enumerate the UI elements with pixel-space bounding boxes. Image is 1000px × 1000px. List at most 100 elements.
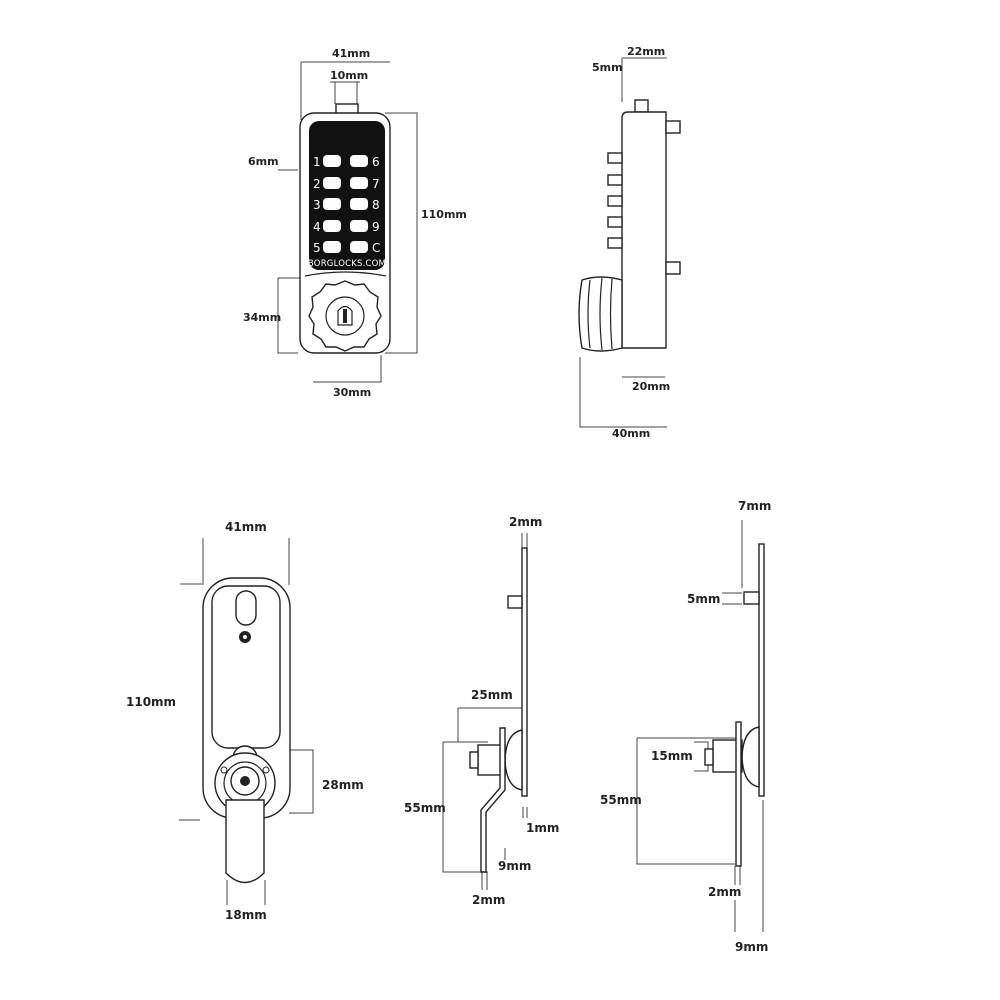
dim-label-cam-thickness: 2mm bbox=[472, 893, 505, 907]
dim-label-gap: 1mm bbox=[526, 821, 559, 835]
key-6-label: 6 bbox=[372, 155, 380, 169]
dim-label-cam-length: 55mm bbox=[404, 801, 446, 815]
cam-arm-2 bbox=[735, 721, 742, 867]
dim-label-knob-width: 30mm bbox=[333, 386, 371, 399]
key-1-button bbox=[323, 155, 341, 167]
side-key-1 bbox=[607, 152, 623, 164]
dim-label-back-width: 41mm bbox=[225, 520, 267, 534]
back-slot bbox=[235, 590, 257, 626]
dim-label-spindle: 5mm bbox=[687, 592, 720, 606]
pin-1 bbox=[507, 595, 523, 609]
dim-label-keypad-offset: 6mm bbox=[248, 155, 279, 168]
side-knob-grip bbox=[587, 277, 613, 351]
dim-line-depth-2 bbox=[734, 800, 764, 932]
dim-line-cam-length-2 bbox=[636, 737, 740, 865]
dim-label-cam-width: 18mm bbox=[225, 908, 267, 922]
dim-label-knob-height: 34mm bbox=[243, 311, 281, 324]
key-5-label: 5 bbox=[313, 241, 321, 255]
side-key-5 bbox=[607, 237, 623, 249]
dim-line-cam-length bbox=[442, 741, 488, 873]
dim-line-cam-thickness-2 bbox=[734, 866, 741, 885]
spindle-2 bbox=[743, 591, 760, 605]
dim-label-total-depth: 40mm bbox=[612, 427, 650, 440]
key-c-label: C bbox=[372, 241, 380, 255]
key-3-button bbox=[323, 198, 341, 210]
dim-line-knob-width bbox=[313, 355, 382, 383]
dim-label-cam-length-2: 55mm bbox=[600, 793, 642, 807]
key-cylinder-icon bbox=[337, 305, 353, 326]
key-slot bbox=[343, 309, 347, 323]
key-9-label: 9 bbox=[372, 220, 380, 234]
side-key-4 bbox=[607, 216, 623, 228]
mount-bell-1 bbox=[504, 729, 523, 791]
dim-line-total-depth bbox=[579, 357, 667, 428]
dim-line-offset bbox=[457, 707, 527, 742]
dim-label-hub-2: 15mm bbox=[651, 749, 693, 763]
dim-line-knob-height bbox=[277, 277, 300, 354]
dim-label-hub: 9mm bbox=[498, 859, 531, 873]
dim-label-height: 110mm bbox=[421, 208, 467, 221]
key-8-button bbox=[350, 198, 368, 210]
dim-line-depth bbox=[621, 57, 667, 102]
dim-line-plate-thickness bbox=[521, 533, 528, 548]
key-grid: 1 2 3 4 5 6 7 8 9 C bbox=[313, 155, 380, 255]
side-body bbox=[621, 111, 667, 349]
dim-label-back-height: 110mm bbox=[126, 695, 176, 709]
key-2-label: 2 bbox=[313, 177, 321, 191]
dim-label-top: 7mm bbox=[738, 499, 771, 513]
key-3-label: 3 bbox=[313, 198, 321, 212]
dim-line-height bbox=[385, 112, 418, 354]
key-7-label: 7 bbox=[372, 177, 380, 191]
key-9-button bbox=[350, 220, 368, 232]
dim-label-width: 41mm bbox=[332, 47, 370, 60]
key-5-button bbox=[323, 241, 341, 253]
key-4-label: 4 bbox=[313, 220, 321, 234]
dim-label-depth-2: 9mm bbox=[735, 940, 768, 954]
side-view: 22mm 5mm 20mm 40mm bbox=[578, 45, 681, 440]
dim-label-cam-area: 28mm bbox=[322, 778, 364, 792]
nut-2 bbox=[704, 748, 714, 766]
key-2-button bbox=[323, 177, 341, 189]
dim-line-width bbox=[300, 61, 390, 120]
cam-side-view-2: 7mm 5mm 15mm 55mm 2mm 9mm bbox=[600, 499, 771, 954]
dim-line-cam-area bbox=[289, 749, 314, 814]
side-key-3 bbox=[607, 195, 623, 207]
dim-line-cam-width bbox=[226, 880, 266, 905]
key-c-button bbox=[350, 241, 368, 253]
nut-1 bbox=[469, 751, 479, 769]
mount-bell-2 bbox=[741, 726, 760, 788]
door-plate-1 bbox=[521, 547, 528, 797]
key-4-button bbox=[323, 220, 341, 232]
key-8-label: 8 bbox=[372, 198, 380, 212]
cam-arm-1 bbox=[480, 727, 506, 873]
back-cam-arm bbox=[225, 799, 265, 884]
dim-label-button: 10mm bbox=[330, 69, 368, 82]
dim-label-knob-depth: 20mm bbox=[632, 380, 670, 393]
key-1-label: 1 bbox=[313, 155, 321, 169]
back-view: 41mm 110mm 28mm 18mm bbox=[126, 520, 364, 922]
side-pin-bottom bbox=[665, 261, 681, 275]
door-plate-2 bbox=[758, 543, 765, 797]
dim-line-cam-thickness bbox=[481, 872, 488, 890]
knob-housing-edge bbox=[304, 271, 387, 277]
dim-label-button-protrusion: 5mm bbox=[592, 61, 623, 74]
dim-label-cam-thickness-2: 2mm bbox=[708, 885, 741, 899]
back-screw-2 bbox=[262, 766, 270, 774]
cam-side-view-1: 2mm 25mm 55mm 1mm 9mm 2mm bbox=[404, 515, 559, 907]
dim-line-button bbox=[330, 81, 360, 104]
side-top-button bbox=[634, 99, 649, 113]
front-view: 41mm 10mm 6mm 110mm 34mm 30mm 1 2 3 4 5 … bbox=[243, 47, 467, 399]
side-pin-top bbox=[665, 120, 681, 134]
dim-label-offset: 25mm bbox=[471, 688, 513, 702]
knob-face bbox=[325, 296, 365, 336]
key-6-button bbox=[350, 155, 368, 167]
dim-label-depth: 22mm bbox=[627, 45, 665, 58]
dim-label-plate-thickness: 2mm bbox=[509, 515, 542, 529]
dim-line-gap bbox=[522, 807, 528, 818]
brand-label: BORGLOCKS.COM bbox=[308, 259, 386, 269]
dim-line-spindle bbox=[722, 592, 742, 605]
back-screw-hole-inner bbox=[243, 635, 247, 639]
back-spindle bbox=[240, 776, 250, 786]
key-7-button bbox=[350, 177, 368, 189]
